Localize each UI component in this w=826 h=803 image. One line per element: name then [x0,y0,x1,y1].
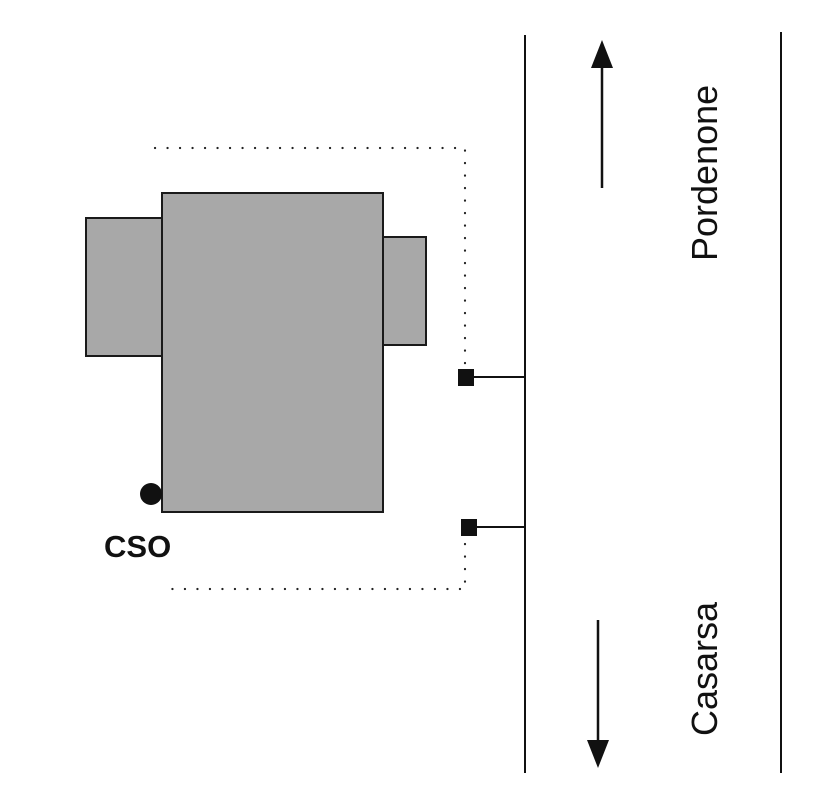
access-point-south [461,519,477,536]
arrow-down-icon [587,620,609,768]
direction-label-pordenone: Pordenone [684,85,725,261]
arrow-up-icon [591,40,613,188]
direction-label-casarsa: Casarsa [684,601,725,736]
boundary-dotted-bottom [170,542,467,591]
building-left-wing [85,217,163,357]
cso-marker [140,483,162,505]
building-right-wing [382,236,427,346]
cso-label: CSO [104,529,171,564]
building-main [161,192,384,513]
access-point-north [458,369,474,386]
